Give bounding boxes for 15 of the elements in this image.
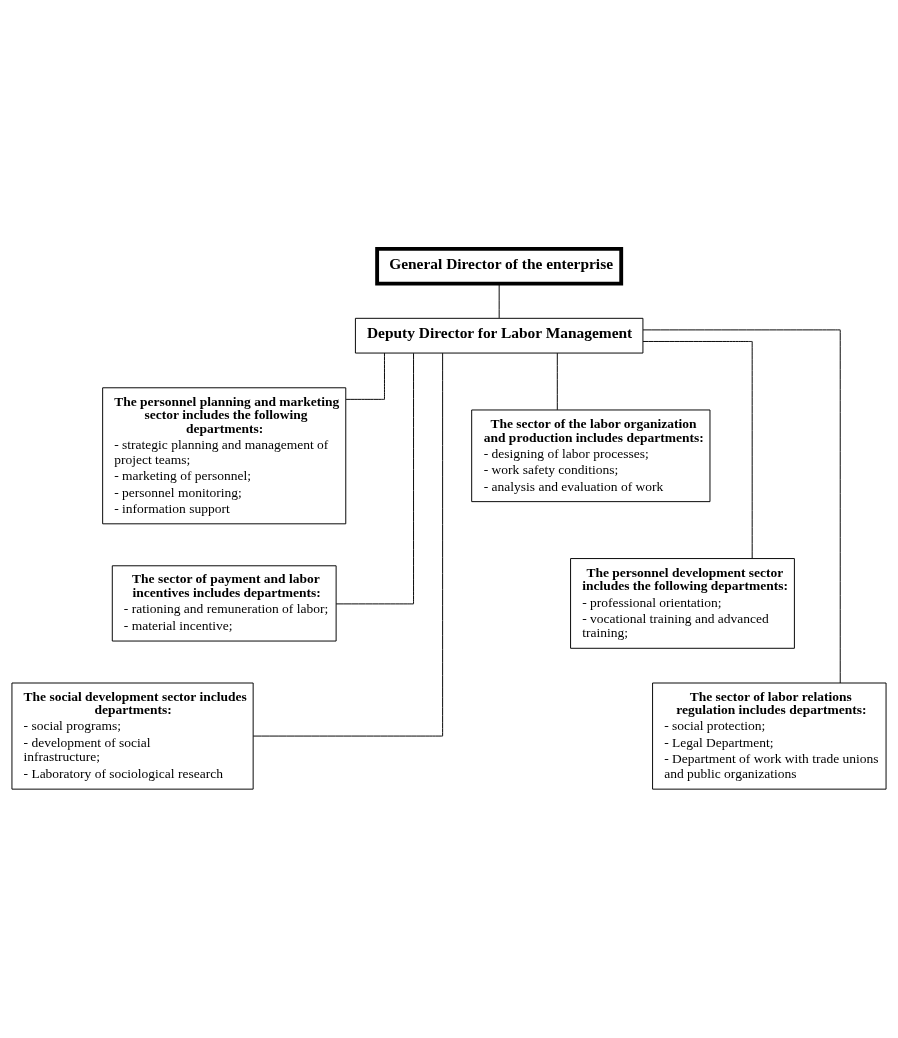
connector [642, 341, 753, 559]
connector [252, 352, 444, 737]
node-box: Deputy Director for Labor Management [354, 317, 644, 354]
node-box: The sector of payment and labor incentives includes departments: - rationing and remuneration of labor; - material incentive; [111, 565, 337, 642]
node-box: General Director of the enterprise [375, 246, 624, 286]
connector [345, 352, 385, 400]
node-box: The sector of labor relations regulation includes departments: - social protection; - Legal Department; - Department of work with trade unions and public organizations [652, 682, 887, 790]
node-box: The social development sector includes departments: - social programs; - development of social infrastructure; - Laboratory of sociological research [11, 682, 254, 790]
connector [642, 329, 841, 684]
node-box: The personnel development sector includes the following departments: - professional orientation; - vocational training and advanced training; [570, 558, 795, 649]
connector [556, 352, 558, 411]
node-box: The personnel planning and marketing sector includes the following departments: - strategic planning and management of project teams; - marketing of personnel; - personnel monitoring; - information support [102, 387, 347, 525]
connector [498, 283, 500, 319]
node-box: The sector of the labor organization and production includes departments: - designing of labor processes; - work safety conditions; - analysis and evaluation of work [471, 409, 711, 503]
connector [335, 352, 415, 605]
